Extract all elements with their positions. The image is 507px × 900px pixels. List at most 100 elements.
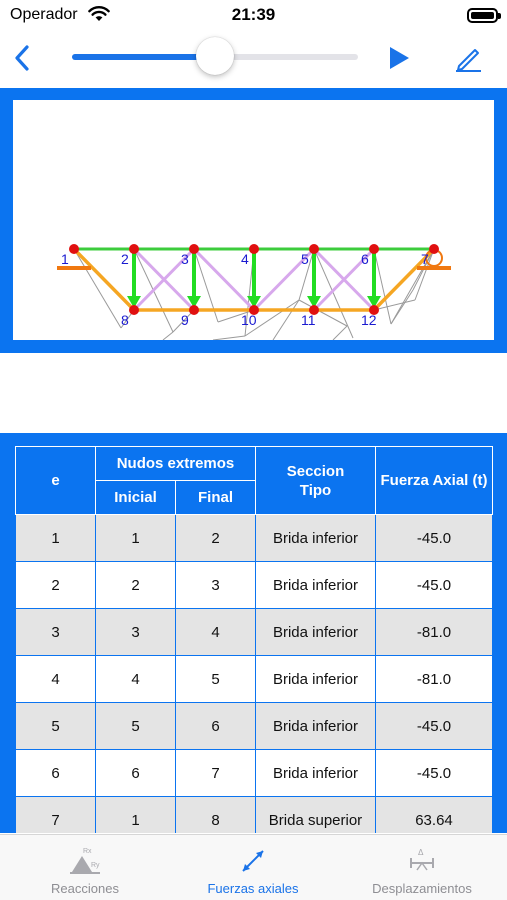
cell-axial-force: -45.0 (375, 561, 493, 609)
cell-axial-force: -81.0 (375, 608, 493, 656)
cell-element: 2 (15, 561, 96, 609)
svg-text:Rx: Rx (83, 848, 92, 855)
truss-node (189, 305, 199, 315)
tab-displacements[interactable]: Δ Desplazamientos (354, 835, 490, 900)
cell-end-node: 5 (175, 655, 256, 703)
table-row[interactable]: 3 3 4 Brida inferior -81.0 (15, 608, 493, 656)
cell-element: 3 (15, 608, 96, 656)
table-row[interactable]: 5 5 6 Brida inferior -45.0 (15, 702, 493, 750)
clock: 21:39 (231, 5, 276, 24)
node-label: 9 (181, 312, 189, 328)
cell-start-node: 1 (95, 514, 176, 562)
cell-section-type: Brida inferior (255, 749, 376, 797)
edit-button[interactable] (450, 40, 486, 76)
header-start-node: Inicial (95, 480, 176, 515)
tab-axial-forces-label: Fuerzas axiales (207, 881, 299, 896)
cell-axial-force: 63.64 (375, 796, 493, 833)
tab-bar: Rx Ry Reacciones Fuerzas axiales (0, 834, 507, 900)
diagonal-member (252, 247, 316, 312)
truss-node (129, 305, 139, 315)
force-arrow-head (247, 296, 261, 308)
node-label: 11 (301, 312, 316, 328)
node-label: 7 (421, 251, 429, 267)
deformed-member-line (373, 248, 392, 325)
node-label: 4 (241, 251, 249, 267)
table-row[interactable]: 4 4 5 Brida inferior -81.0 (15, 655, 493, 703)
cell-start-node: 5 (95, 702, 176, 750)
displacements-icon: Δ (405, 843, 439, 879)
deformed-member-line (172, 309, 195, 333)
cell-end-node: 4 (175, 608, 256, 656)
deformed-member-line (414, 248, 435, 301)
cell-end-node: 3 (175, 561, 256, 609)
force-arrow-head (367, 296, 381, 308)
node-label: 1 (61, 251, 69, 267)
cell-start-node: 2 (95, 561, 176, 609)
tab-displacements-label: Desplazamientos (372, 881, 472, 896)
node-label: 5 (301, 251, 309, 267)
force-arrow-head (307, 296, 321, 308)
header-end-node: Final (175, 480, 256, 515)
tab-reactions-label: Reacciones (51, 881, 119, 896)
cell-axial-force: -45.0 (375, 749, 493, 797)
deformed-member-line (73, 248, 122, 329)
reactions-icon: Rx Ry (68, 843, 102, 879)
table-row[interactable]: 7 1 8 Brida superior 63.64 (15, 796, 493, 833)
cell-end-node: 6 (175, 702, 256, 750)
diagonal-member (192, 247, 256, 312)
force-arrow-head (127, 296, 141, 308)
deformed-member-line (244, 299, 300, 337)
node-label: 3 (181, 251, 189, 267)
deformed-member-line (298, 248, 315, 301)
deformed-member-line (217, 309, 255, 323)
table-row[interactable]: 1 1 2 Brida inferior -45.0 (15, 514, 493, 562)
cell-element: 4 (15, 655, 96, 703)
cell-start-node: 3 (95, 608, 176, 656)
deformed-member-line (272, 299, 300, 340)
cell-start-node: 6 (95, 749, 176, 797)
truss-node (309, 305, 319, 315)
cell-section-type: Brida inferior (255, 608, 376, 656)
deformed-member-line (162, 331, 174, 340)
play-button[interactable] (381, 40, 417, 76)
truss-node (189, 244, 199, 254)
cell-section-type: Brida inferior (255, 561, 376, 609)
slider-fill (72, 54, 215, 60)
truss-node (249, 244, 259, 254)
results-table-container[interactable]: e Nudos extremos Seccion Tipo Fuerza Axi… (0, 433, 507, 833)
diagonal-member (132, 247, 196, 312)
pencil-icon (456, 49, 481, 72)
truss-node (429, 244, 439, 254)
step-slider[interactable] (72, 37, 358, 75)
slider-thumb[interactable] (196, 37, 234, 75)
cell-end-node: 7 (175, 749, 256, 797)
table-row[interactable]: 6 6 7 Brida inferior -45.0 (15, 749, 493, 797)
chevron-left-icon (15, 45, 29, 71)
node-label: 10 (241, 312, 257, 328)
header-axial-force: Fuerza Axial (t) (375, 446, 493, 515)
axial-forces-icon (236, 843, 270, 879)
cell-section-type: Brida inferior (255, 655, 376, 703)
header-end-nodes: Nudos extremos (95, 446, 256, 481)
node-label: 12 (361, 312, 377, 328)
cell-end-node: 8 (175, 796, 256, 833)
tab-axial-forces[interactable]: Fuerzas axiales (186, 835, 320, 900)
cell-axial-force: -45.0 (375, 514, 493, 562)
back-button[interactable] (4, 40, 40, 76)
header-section-type: Seccion Tipo (255, 446, 376, 515)
deformed-member-line (212, 335, 246, 340)
cell-section-type: Brida superior (255, 796, 376, 833)
header-element: e (15, 446, 96, 515)
truss-node (309, 244, 319, 254)
cell-section-type: Brida inferior (255, 702, 376, 750)
table-row[interactable]: 2 2 3 Brida inferior -45.0 (15, 561, 493, 609)
truss-node (129, 244, 139, 254)
deformed-member-line (332, 325, 348, 340)
playback-toolbar (0, 36, 507, 82)
cell-axial-force: -45.0 (375, 702, 493, 750)
cell-start-node: 1 (95, 796, 176, 833)
tab-reactions[interactable]: Rx Ry Reacciones (18, 835, 152, 900)
